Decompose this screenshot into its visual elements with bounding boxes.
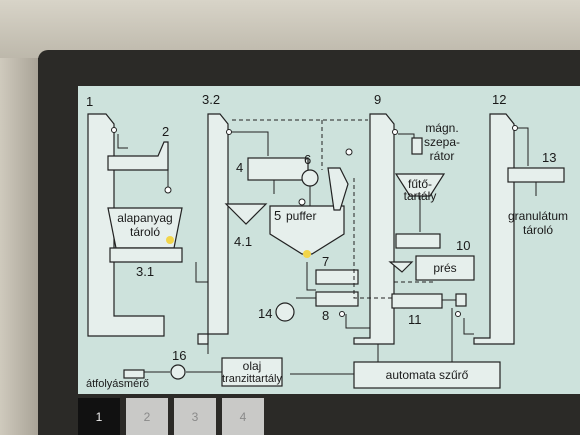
elevator-9[interactable]	[353, 113, 395, 345]
screen-tab-4[interactable]: 4	[222, 398, 264, 435]
sensor-6	[345, 148, 353, 156]
label-4: 4	[236, 160, 244, 175]
press-10[interactable]	[415, 255, 475, 281]
label-magnetic-1: mágn.	[425, 121, 459, 135]
granulate-conveyor-13[interactable]	[507, 167, 565, 183]
puffer-tank[interactable]	[269, 205, 345, 255]
label-press: prés	[433, 261, 457, 275]
sensor-1	[111, 127, 117, 133]
label-16: 16	[172, 348, 187, 363]
label-14: 14	[258, 306, 273, 321]
fan-6[interactable]	[301, 169, 319, 187]
flow-line-3-2-to-4	[232, 131, 269, 156]
dashed-line-right	[353, 178, 392, 299]
screen-tab-bar: 1 2 3 4	[78, 398, 580, 435]
sensor-12	[512, 125, 518, 131]
silo-2[interactable]	[107, 141, 169, 171]
label-3-2: 3.2	[202, 92, 221, 107]
process-diagram-screen: 1 2 3.2 4 4.1 5 puffer 6 7 8 9 10 11 12 …	[78, 86, 580, 394]
screen-tab-2[interactable]: 2	[126, 398, 168, 435]
label-5: 5	[274, 208, 282, 223]
label-granulate-1: granulátum	[507, 209, 569, 223]
elevator-12[interactable]	[473, 113, 515, 345]
label-2: 2	[162, 124, 170, 139]
unit-4[interactable]	[247, 157, 309, 181]
conveyor-8[interactable]	[315, 291, 359, 307]
magnetic-separator[interactable]	[411, 137, 423, 155]
feeder[interactable]	[395, 233, 441, 249]
heating-tank[interactable]	[394, 173, 446, 197]
cooler-box[interactable]	[455, 293, 467, 307]
label-raw-material-2: tároló	[129, 225, 161, 239]
sensor-2	[164, 186, 172, 194]
monitor-bezel-left	[0, 58, 38, 435]
flow-meter[interactable]	[123, 369, 145, 379]
elevator-3-2[interactable]	[197, 113, 229, 345]
monitor-bezel-top	[0, 0, 580, 58]
flow-line-1-2	[117, 134, 128, 149]
label-flow-meter: átfolyásmérő	[86, 378, 149, 390]
automatic-filter[interactable]	[353, 361, 501, 389]
label-8: 8	[322, 308, 330, 323]
conveyor-3-1[interactable]	[109, 247, 183, 263]
label-magnetic-2: szepa-	[424, 135, 461, 149]
flow-line-puffer-7	[306, 262, 316, 291]
oil-transit-tank[interactable]	[221, 357, 283, 387]
label-12: 12	[492, 92, 507, 107]
label-6: 6	[304, 152, 312, 167]
sensor-8	[339, 311, 345, 317]
flow-line-8-9	[345, 314, 370, 329]
label-oil-2: tranzittartály	[222, 373, 282, 385]
label-granulate-2: tároló	[522, 223, 554, 237]
label-puffer: puffer	[286, 209, 317, 223]
screen-tab-1[interactable]: 1	[78, 398, 120, 435]
label-heater-2: tartály	[403, 189, 437, 203]
label-magnetic-3: rátor	[429, 149, 455, 163]
label-1: 1	[86, 94, 94, 109]
elevator-1[interactable]	[87, 113, 165, 337]
unit-4-1[interactable]	[224, 203, 268, 225]
sensor-3-2	[226, 129, 232, 135]
label-heater-1: fűtő-	[407, 177, 432, 191]
flow-line-11-12	[463, 318, 474, 335]
process-diagram	[87, 113, 565, 389]
label-10: 10	[456, 238, 471, 253]
label-automatic-filter: automata szűrő	[385, 368, 469, 382]
label-3-1: 3.1	[136, 264, 155, 279]
label-9: 9	[374, 92, 382, 107]
sensor-5	[298, 198, 306, 206]
indicator-puffer	[303, 250, 311, 258]
flow-line-3-1	[195, 262, 208, 283]
sensor-9	[392, 129, 398, 135]
label-7: 7	[322, 254, 330, 269]
screen-tab-3[interactable]: 3	[174, 398, 216, 435]
label-raw-material-1: alapanyag	[117, 211, 173, 225]
flow-line-12-13	[518, 127, 529, 166]
label-oil-1: olaj	[242, 359, 262, 373]
conveyor-11[interactable]	[391, 293, 443, 309]
pump-16[interactable]	[170, 364, 186, 380]
indicator-alapanyag	[166, 236, 174, 244]
sensor-11	[455, 311, 461, 317]
hopper[interactable]	[388, 261, 414, 273]
pump-14[interactable]	[275, 302, 295, 322]
flow-line-9-sep	[398, 133, 415, 138]
label-11: 11	[408, 312, 422, 327]
cyclone-6[interactable]	[327, 167, 349, 211]
conveyor-7[interactable]	[315, 269, 359, 285]
label-13: 13	[542, 150, 557, 165]
label-4-1: 4.1	[234, 234, 253, 249]
